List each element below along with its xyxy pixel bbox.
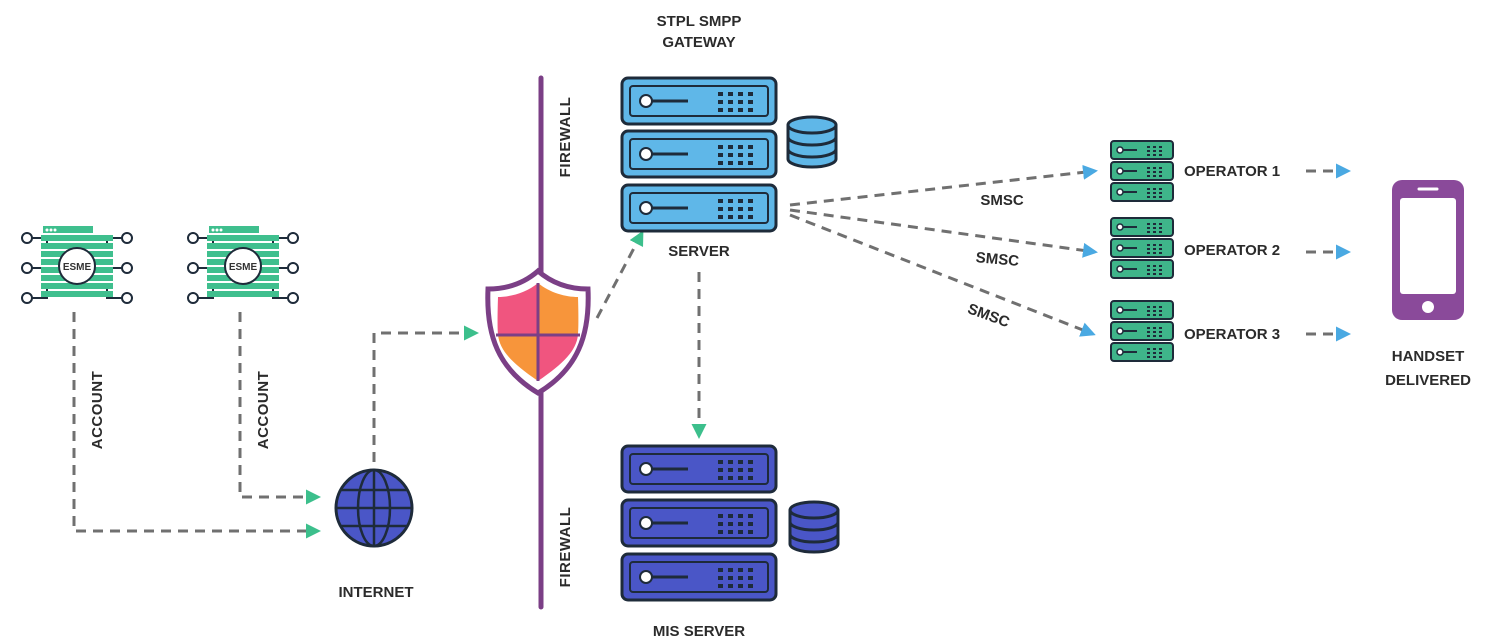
operator-server-icon <box>1110 300 1174 362</box>
shield-icon <box>485 267 591 396</box>
smsc-label-3: SMSC <box>965 300 1012 331</box>
database-icon <box>786 115 838 169</box>
operator-2: OPERATOR 2 <box>1110 217 1351 279</box>
esme-1: ESME <box>21 225 133 304</box>
esme-1-label: ESME <box>63 262 92 273</box>
mis-server-icon <box>620 444 778 602</box>
account-connector-2 <box>238 312 321 505</box>
internet-label: INTERNET <box>339 584 414 601</box>
esme-2-label: ESME <box>229 262 258 273</box>
smsc-connector-3 <box>789 213 1096 337</box>
operator-1: OPERATOR 1 <box>1110 140 1351 202</box>
smsc-connector-2 <box>789 208 1098 258</box>
operator-server-icon <box>1110 140 1174 202</box>
smartphone-icon <box>1392 180 1464 320</box>
handset-label-line1: HANDSET <box>1392 348 1465 365</box>
firewall-to-server-connector <box>595 230 644 319</box>
account-label-2: ACCOUNT <box>255 371 272 450</box>
firewall-top-label: FIREWALL <box>557 97 574 178</box>
gateway-title-line1: STPL SMPP <box>657 13 742 30</box>
esme-2: ESME <box>187 225 299 304</box>
mis-database-icon <box>788 500 840 554</box>
server-label: SERVER <box>668 243 730 260</box>
globe-icon <box>334 468 414 548</box>
smsc-label-1: SMSC <box>980 192 1024 209</box>
operator-1-label: OPERATOR 1 <box>1184 163 1280 180</box>
operator-3-label: OPERATOR 3 <box>1184 326 1280 343</box>
smsc-connector-1 <box>789 164 1098 207</box>
smsc-label-2: SMSC <box>975 249 1020 270</box>
internet-to-firewall-connector <box>372 325 479 462</box>
account-label-1: ACCOUNT <box>89 371 106 450</box>
gateway-title-line2: GATEWAY <box>662 34 735 51</box>
mis-server-label: MIS SERVER <box>653 623 745 640</box>
gateway-server-icon <box>620 76 778 233</box>
account-connector-1 <box>72 312 321 539</box>
operator-2-label: OPERATOR 2 <box>1184 242 1280 259</box>
firewall-bottom-label: FIREWALL <box>557 507 574 588</box>
handset-label-line2: DELIVERED <box>1385 372 1471 389</box>
operator-3: OPERATOR 3 <box>1110 300 1351 362</box>
operator-server-icon <box>1110 217 1174 279</box>
